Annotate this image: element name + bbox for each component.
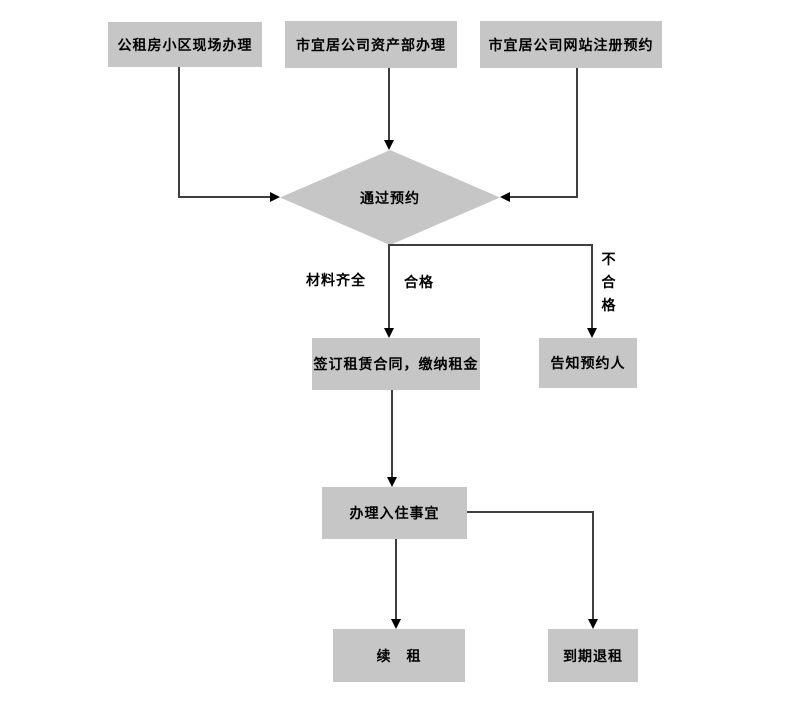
- edge-label-materials-complete: 材料齐全: [306, 272, 366, 288]
- edge-line: [178, 196, 272, 198]
- node-entry-website: 市宜居公司网站注册预约: [480, 21, 662, 68]
- node-decision-reservation: 通过预约: [280, 150, 500, 245]
- arrowhead-left-icon: [500, 192, 510, 202]
- edge-line: [388, 68, 390, 142]
- node-checkin: 办理入住事宜: [322, 487, 467, 539]
- arrowhead-down-icon: [387, 477, 397, 487]
- arrowhead-down-icon: [391, 619, 401, 629]
- node-renew-lease: 续 租: [333, 629, 465, 682]
- node-entry-onsite: 公租房小区现场办理: [108, 22, 262, 67]
- arrowhead-down-icon: [384, 328, 394, 338]
- edge-line: [576, 68, 578, 198]
- node-sign-contract: 签订租赁合同，缴纳租金: [312, 338, 480, 390]
- node-entry-assets-dept: 市宜居公司资产部办理: [285, 21, 457, 68]
- arrowhead-right-icon: [270, 192, 280, 202]
- edge-line: [467, 511, 594, 513]
- arrowhead-down-icon: [384, 140, 394, 150]
- edge-line: [391, 390, 393, 479]
- arrowhead-down-icon: [588, 619, 598, 629]
- edge-line: [591, 244, 593, 330]
- edge-line: [178, 67, 180, 197]
- edge-label-unqualified: 不合格: [601, 251, 617, 313]
- edge-label-qualified: 合格: [404, 274, 434, 290]
- node-notify-applicant: 告知预约人: [539, 338, 637, 388]
- edge-line: [510, 196, 578, 198]
- edge-line: [592, 511, 594, 620]
- edge-line: [395, 539, 397, 620]
- edge-line: [388, 245, 390, 330]
- arrowhead-down-icon: [587, 328, 597, 338]
- node-expire-return: 到期退租: [548, 629, 638, 682]
- edge-line: [388, 244, 593, 246]
